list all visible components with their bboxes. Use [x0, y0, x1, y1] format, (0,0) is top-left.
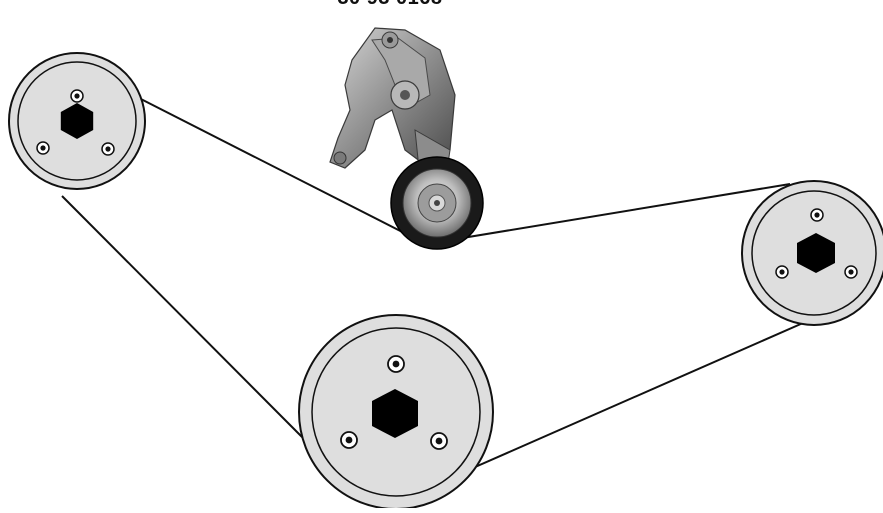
bolt-icon: [845, 266, 857, 278]
right-pulley: [742, 181, 883, 325]
bolt-icon: [776, 266, 788, 278]
belt-segment-tensioner-to-right: [432, 184, 790, 243]
left-pulley: [9, 53, 145, 189]
part-number-label: 30 93 0168: [300, 0, 480, 10]
bolt-icon: [341, 432, 357, 448]
bolt-icon: [388, 356, 404, 372]
bottom-pulley: [299, 315, 493, 508]
belt-segment-left-to-bottom: [62, 196, 305, 440]
belt-segment-bottom-to-right: [466, 323, 803, 471]
bolt-icon: [37, 142, 49, 154]
bolt-icon: [431, 433, 447, 449]
bolt-icon: [71, 90, 83, 102]
bolt-icon: [811, 209, 823, 221]
bolt-icon: [102, 143, 114, 155]
tensioner-photo: [330, 28, 483, 249]
